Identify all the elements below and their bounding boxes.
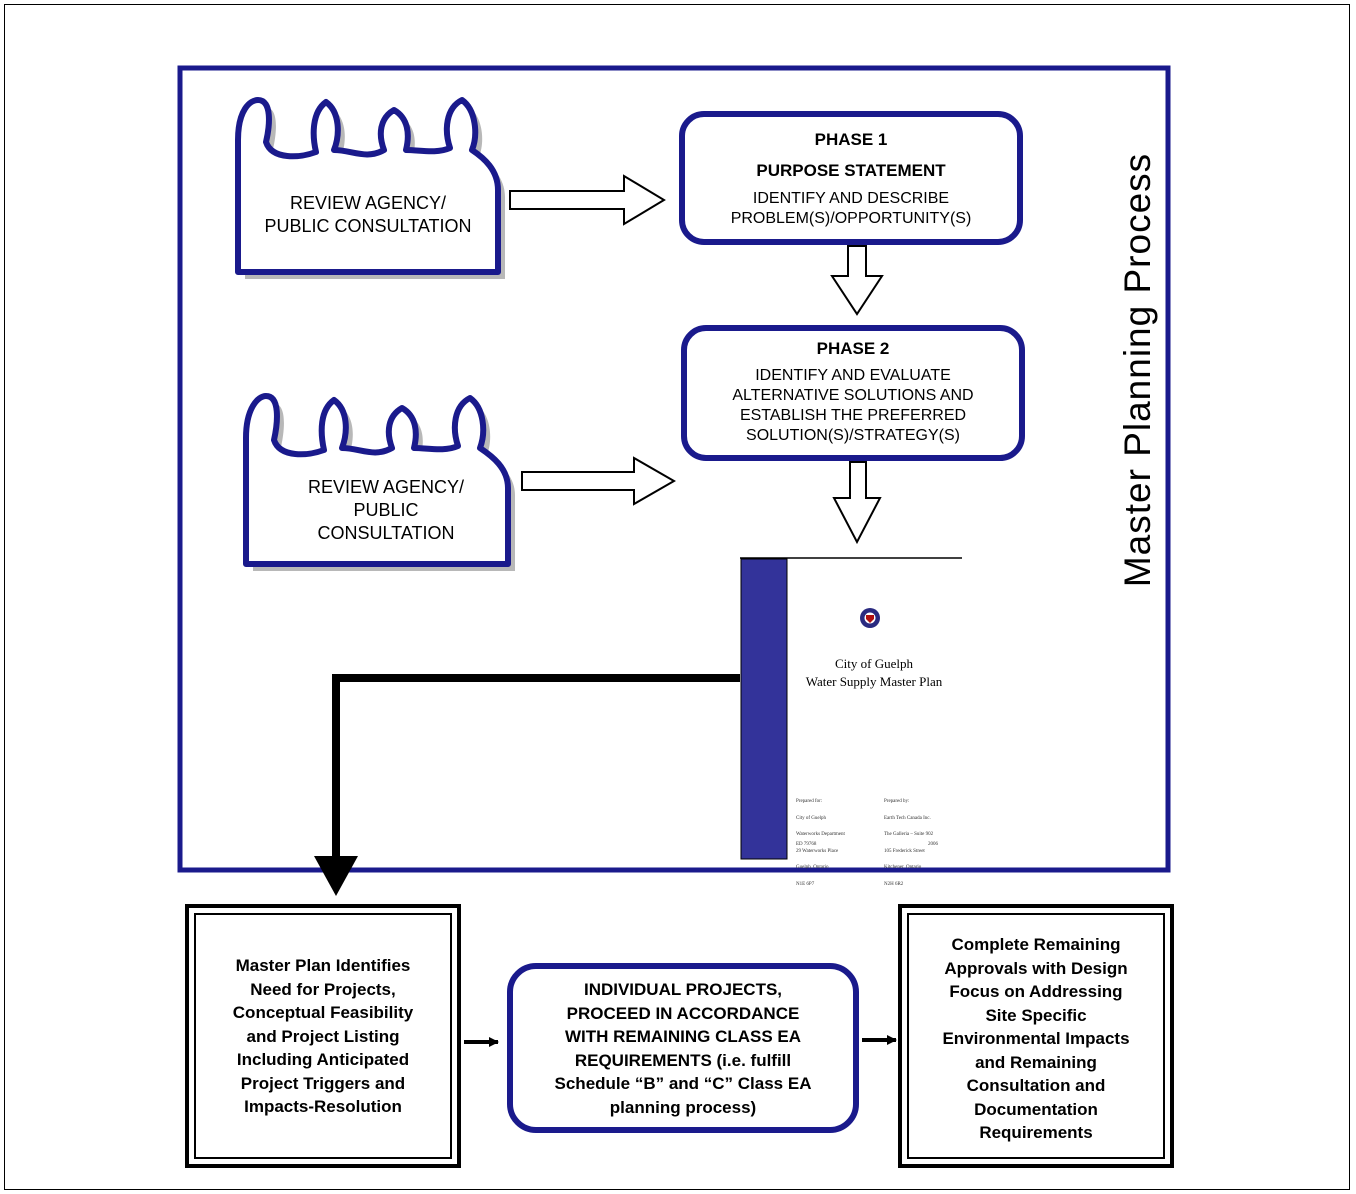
prepared-by-line: N2H 6R2 xyxy=(884,881,904,887)
prepared-by-line: Prepared by: xyxy=(884,799,910,804)
master-plan-line: and Project Listing xyxy=(246,1026,400,1046)
process-frame xyxy=(177,65,1171,873)
consultation-cluster-2 xyxy=(243,393,511,567)
individual-projects-line: REQUIREMENTS (i.e. fulfill xyxy=(574,1050,792,1070)
prepared-for-line: Prepared for: xyxy=(796,799,823,804)
consultation-2-line2: PUBLIC xyxy=(353,500,419,520)
individual-projects-line: Schedule “B” and “C” Class EA xyxy=(554,1074,812,1093)
report-spine-band xyxy=(740,558,788,860)
remaining-approvals-line: Site Specific xyxy=(985,1005,1087,1025)
connector-arrowhead xyxy=(314,856,358,896)
page-frame xyxy=(4,4,1350,1190)
prepared-by-line: 105 Frederick Street xyxy=(884,848,925,854)
individual-projects-box xyxy=(507,963,859,1133)
remaining-approvals-line: Consultation and xyxy=(966,1076,1106,1095)
arrow-consultation2-to-phase2 xyxy=(521,456,677,506)
report-prepared-for: Prepared for: City of Guelph Waterworks … xyxy=(796,788,845,893)
phase1-box xyxy=(679,111,1023,245)
phase1-line2: PROBLEM(S)/OPPORTUNITY(S) xyxy=(730,210,972,227)
remaining-approvals-text: Complete Remaining Approvals with Design… xyxy=(910,933,1162,1145)
consultation-2-line3: CONSULTATION xyxy=(317,523,455,543)
arrow-consultation1-to-phase1 xyxy=(509,174,666,226)
remaining-approvals-line: Approvals with Design xyxy=(944,958,1128,978)
phase2-text: PHASE 2 IDENTIFY AND EVALUATE ALTERNATIV… xyxy=(688,339,1018,446)
individual-projects-text: INDIVIDUAL PROJECTS, PROCEED IN ACCORDAN… xyxy=(516,978,850,1119)
phase2-line1: IDENTIFY AND EVALUATE xyxy=(755,367,951,384)
master-plan-line: Including Anticipated xyxy=(236,1050,410,1069)
master-plan-line: Impacts-Resolution xyxy=(244,1097,402,1116)
individual-projects-line: INDIVIDUAL PROJECTS, xyxy=(583,980,783,999)
phase2-line4: SOLUTION(S)/STRATEGY(S) xyxy=(746,427,960,444)
remaining-approvals-line: Documentation xyxy=(974,1099,1098,1119)
prepared-for-line: N1E 6P7 xyxy=(796,881,815,887)
report-title: City of Guelph Water Supply Master Plan xyxy=(790,655,958,691)
individual-projects-line: PROCEED IN ACCORDANCE xyxy=(566,1003,800,1023)
consultation-2-label: REVIEW AGENCY/ PUBLIC CONSULTATION xyxy=(256,476,516,545)
remaining-approvals-line: Requirements xyxy=(979,1123,1093,1142)
master-plan-box-outer xyxy=(185,904,461,1168)
master-plan-line: Conceptual Feasibility xyxy=(232,1003,414,1022)
consultation-1-line2: PUBLIC CONSULTATION xyxy=(264,216,472,236)
individual-projects-line: WITH REMAINING CLASS EA xyxy=(564,1027,802,1046)
prepared-for-line: City of Guelph xyxy=(796,815,826,821)
prepared-by-line: Earth Tech Canada Inc. xyxy=(884,815,931,821)
report-footer-right: 2006 xyxy=(928,842,938,847)
prepared-for-line: Waterworks Department xyxy=(796,832,845,837)
consultation-1-label: REVIEW AGENCY/ PUBLIC CONSULTATION xyxy=(240,192,496,238)
phase2-heading: PHASE 2 xyxy=(816,339,890,358)
prepared-for-line: Guelph, Ontario xyxy=(796,865,829,870)
remaining-approvals-line: Focus on Addressing xyxy=(949,982,1123,1001)
city-crest-icon xyxy=(860,608,880,628)
remaining-approvals-box-inner xyxy=(907,913,1165,1159)
phase2-box xyxy=(681,325,1025,461)
phase2-line2: ALTERNATIVE SOLUTIONS AND xyxy=(732,387,974,404)
side-title: Master Planning Process xyxy=(1117,152,1158,588)
master-plan-line: Need for Projects, xyxy=(250,979,396,999)
phase1-heading: PHASE 1 xyxy=(814,130,888,149)
phase1-text: PHASE 1 PURPOSE STATEMENT IDENTIFY AND D… xyxy=(686,130,1016,229)
remaining-approvals-line: Complete Remaining xyxy=(951,935,1121,954)
prepared-by-line: The Galleria – Suite 902 xyxy=(884,832,934,837)
phase1-subheading: PURPOSE STATEMENT xyxy=(756,161,946,180)
phase1-line1: IDENTIFY AND DESCRIBE xyxy=(752,190,950,207)
arrow-phase1-to-phase2 xyxy=(830,245,884,316)
consultation-2-line1: REVIEW AGENCY/ xyxy=(307,477,465,497)
master-plan-line: Master Plan Identifies xyxy=(235,956,411,975)
report-title-line1: City of Guelph xyxy=(835,656,913,671)
remaining-approvals-line: and Remaining xyxy=(975,1052,1097,1072)
report-title-line2: Water Supply Master Plan xyxy=(805,674,943,689)
consultation-1-line1: REVIEW AGENCY/ xyxy=(289,193,447,213)
phase2-line3: ESTABLISH THE PREFERRED xyxy=(739,407,967,424)
remaining-approvals-line: Environmental Impacts xyxy=(942,1029,1130,1048)
report-prepared-by: Prepared by: Earth Tech Canada Inc. The … xyxy=(884,788,933,893)
connector-report-to-master-plan xyxy=(332,674,740,858)
master-plan-line: Project Triggers and xyxy=(240,1073,406,1093)
arrow-phase2-to-report xyxy=(832,461,882,545)
individual-projects-line: planning process) xyxy=(609,1097,757,1117)
prepared-for-line: 29 Waterworks Place xyxy=(796,848,839,854)
consultation-cluster-1 xyxy=(235,97,501,275)
master-plan-text: Master Plan Identifies Need for Projects… xyxy=(197,954,449,1119)
prepared-by-line: Kitchener, Ontario xyxy=(884,865,922,870)
remaining-approvals-box-outer xyxy=(898,904,1174,1168)
report-footer-left: ED 79768 xyxy=(796,842,817,847)
master-plan-box-inner xyxy=(194,913,452,1159)
